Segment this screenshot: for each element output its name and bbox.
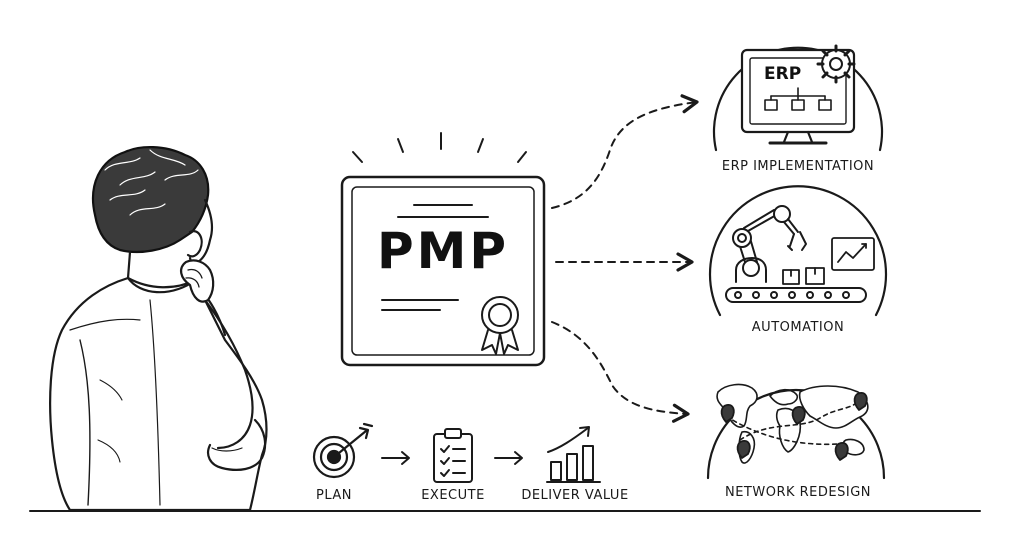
pin-icon bbox=[791, 406, 806, 425]
erp-implementation-label: ERP IMPLEMENTATION bbox=[721, 159, 875, 174]
pmp-certificate bbox=[340, 132, 546, 367]
person-hand bbox=[180, 259, 215, 303]
conveyor-belt-icon bbox=[725, 287, 867, 303]
target-icon bbox=[312, 422, 374, 479]
erp-screen-text: ERP bbox=[764, 64, 802, 84]
person-shirt bbox=[49, 276, 268, 512]
world-map-icon bbox=[716, 383, 869, 464]
robot-arm-icon bbox=[732, 205, 807, 283]
deliver-value-label: DELIVER VALUE bbox=[521, 488, 629, 503]
dashed-connectors bbox=[551, 94, 699, 423]
boxes-icon bbox=[782, 267, 825, 285]
automation-circle bbox=[708, 185, 888, 317]
pin-icon bbox=[720, 404, 735, 423]
arrow-to-network bbox=[551, 321, 690, 423]
thinking-person bbox=[49, 146, 268, 512]
bar-chart-growth-icon bbox=[546, 426, 601, 483]
clipboard-checklist-icon bbox=[433, 428, 473, 483]
location-pins bbox=[720, 392, 868, 461]
network-circle bbox=[706, 383, 886, 480]
person-hair bbox=[91, 146, 210, 254]
sparkle-lines bbox=[352, 132, 527, 163]
pin-icon bbox=[736, 440, 751, 459]
arrow-to-erp bbox=[551, 94, 699, 209]
certificate-title: PMP bbox=[376, 222, 510, 280]
erp-circle bbox=[712, 44, 884, 152]
flow-arrow-2 bbox=[494, 451, 523, 465]
gear-icon bbox=[816, 44, 856, 84]
line-chart-screen-icon bbox=[831, 237, 875, 271]
automation-label: AUTOMATION bbox=[751, 320, 845, 335]
execute-label: EXECUTE bbox=[421, 488, 485, 503]
flow-arrow-1 bbox=[381, 451, 410, 465]
pin-icon bbox=[834, 442, 849, 461]
network-redesign-label: NETWORK REDESIGN bbox=[724, 485, 871, 500]
award-seal-icon bbox=[481, 296, 519, 355]
pin-icon bbox=[853, 392, 868, 411]
plan-label: PLAN bbox=[316, 488, 352, 503]
